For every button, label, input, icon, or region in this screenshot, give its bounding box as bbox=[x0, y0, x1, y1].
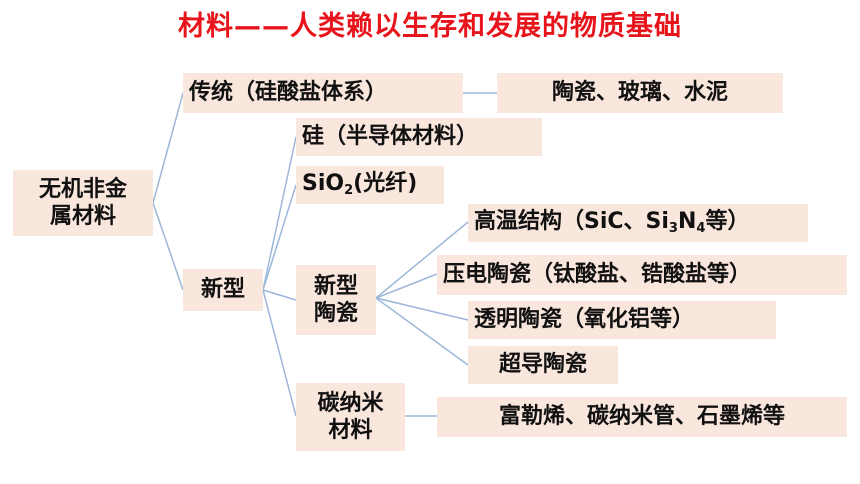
node-carbon-examples-label: 富勒烯、碳纳米管、石墨烯等 bbox=[498, 404, 785, 430]
high-temp-sub1: 3 bbox=[668, 221, 678, 237]
node-new-type: 新型 bbox=[183, 269, 263, 311]
connector-root-new bbox=[152, 202, 184, 291]
node-inorganic-nonmetal: 无机非金 属材料 bbox=[13, 170, 153, 236]
node-high-temp-structural: 高温结构（SiC、Si3N4等） bbox=[468, 204, 808, 242]
node-root-line1: 无机非金 bbox=[38, 176, 127, 202]
node-new-ceramics-line1: 新型 bbox=[313, 273, 358, 299]
node-transparent-label: 透明陶瓷（氧化铝等） bbox=[474, 307, 695, 333]
node-transparent-ceramics: 透明陶瓷（氧化铝等） bbox=[468, 301, 776, 339]
node-sio2-label: SiO2(光纤) bbox=[302, 170, 417, 199]
connector-new-ceramics bbox=[262, 289, 297, 301]
node-carbon-examples: 富勒烯、碳纳米管、石墨烯等 bbox=[437, 397, 847, 437]
node-superconduct-label: 超导陶瓷 bbox=[498, 352, 587, 378]
high-temp-pre: 高温结构（SiC、Si bbox=[474, 209, 669, 235]
high-temp-mid: N bbox=[677, 209, 697, 235]
node-new-ceramics-line2: 陶瓷 bbox=[313, 301, 358, 326]
high-temp-sub2: 4 bbox=[696, 221, 706, 237]
node-sio2: SiO2(光纤) bbox=[296, 166, 444, 204]
connector-ceramics-hightemp bbox=[375, 221, 469, 299]
node-carbon-nano: 碳纳米 材料 bbox=[296, 383, 405, 451]
node-new-type-label: 新型 bbox=[200, 277, 245, 303]
node-carbon-nano-line1: 碳纳米 bbox=[317, 390, 384, 416]
node-high-temp-label: 高温结构（SiC、Si3N4等） bbox=[474, 208, 749, 237]
node-piezo-label: 压电陶瓷（钛酸盐、锆酸盐等） bbox=[443, 262, 752, 288]
connector-ceramics-piezo bbox=[375, 273, 438, 299]
connector-ceramics-transparent bbox=[375, 297, 469, 321]
node-piezoelectric: 压电陶瓷（钛酸盐、锆酸盐等） bbox=[437, 255, 847, 295]
connector-new-sio2 bbox=[262, 184, 297, 291]
node-carbon-nano-line2: 材料 bbox=[328, 418, 373, 443]
page-title: 材料——人类赖以生存和发展的物质基础 bbox=[178, 11, 682, 42]
node-silicon-label: 硅（半导体材料） bbox=[302, 124, 479, 150]
connector-root-traditional bbox=[152, 92, 184, 204]
connector-new-carbon bbox=[262, 289, 297, 417]
sio2-pre: SiO bbox=[302, 171, 345, 197]
node-traditional-label: 传统（硅酸盐体系） bbox=[189, 80, 388, 106]
node-new-ceramics: 新型 陶瓷 bbox=[296, 265, 376, 335]
node-traditional-examples-label: 陶瓷、玻璃、水泥 bbox=[551, 80, 728, 106]
node-traditional-examples: 陶瓷、玻璃、水泥 bbox=[497, 73, 783, 113]
sio2-post: (光纤) bbox=[353, 171, 418, 197]
high-temp-post: 等） bbox=[705, 209, 750, 235]
node-silicon: 硅（半导体材料） bbox=[296, 118, 542, 156]
connector-new-silicon bbox=[262, 136, 297, 291]
node-superconducting: 超导陶瓷 bbox=[468, 346, 618, 384]
node-traditional: 传统（硅酸盐体系） bbox=[183, 73, 463, 113]
connector-ceramics-superconduct bbox=[375, 297, 469, 366]
node-root-line2: 属材料 bbox=[49, 204, 116, 229]
sio2-sub: 2 bbox=[344, 183, 354, 199]
